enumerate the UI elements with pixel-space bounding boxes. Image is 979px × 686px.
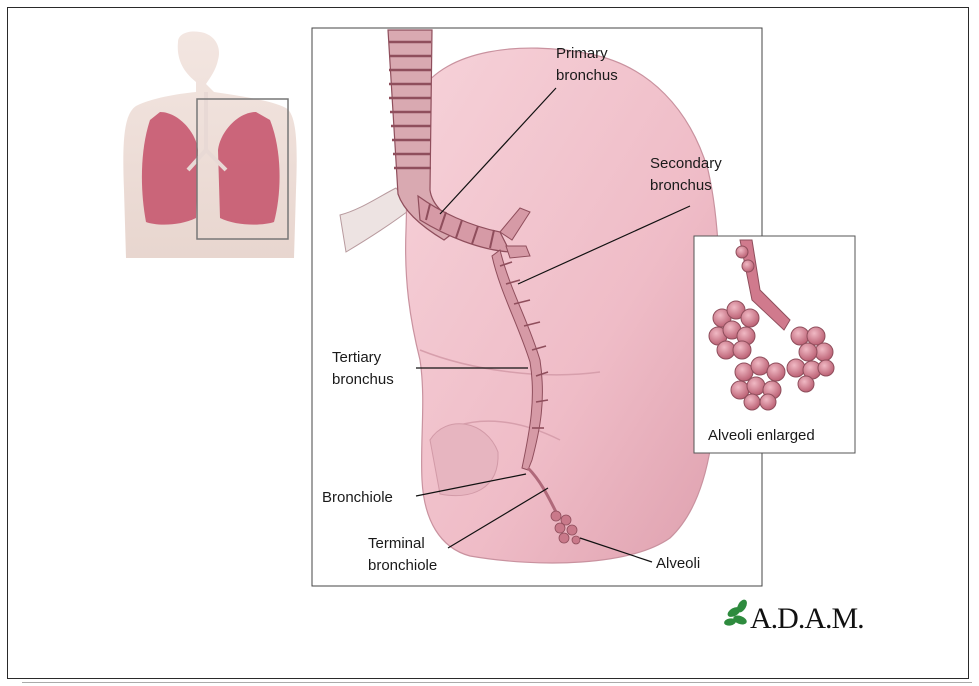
label-tertiary-line1: Tertiary xyxy=(332,349,382,366)
label-terminal-line2: bronchiole xyxy=(368,557,437,574)
label-bronchiole: Bronchiole xyxy=(322,489,393,506)
adam-brand-text: A.D.A.M. xyxy=(750,602,864,635)
label-terminal-line1: Terminal xyxy=(368,535,425,552)
label-alveoli-enlarged: Alveoli enlarged xyxy=(708,427,815,444)
label-primary-line1: Primary xyxy=(556,45,608,62)
adam-logo: A.D.A.M. xyxy=(723,598,863,635)
label-alveoli: Alveoli xyxy=(656,555,700,572)
label-secondary-line1: Secondary xyxy=(650,155,722,172)
torso-thumbnail xyxy=(123,31,296,258)
label-tertiary-line2: bronchus xyxy=(332,371,394,388)
adam-leaf-icon xyxy=(723,598,748,627)
label-primary-line2: bronchus xyxy=(556,67,618,84)
label-secondary-line2: bronchus xyxy=(650,177,712,194)
